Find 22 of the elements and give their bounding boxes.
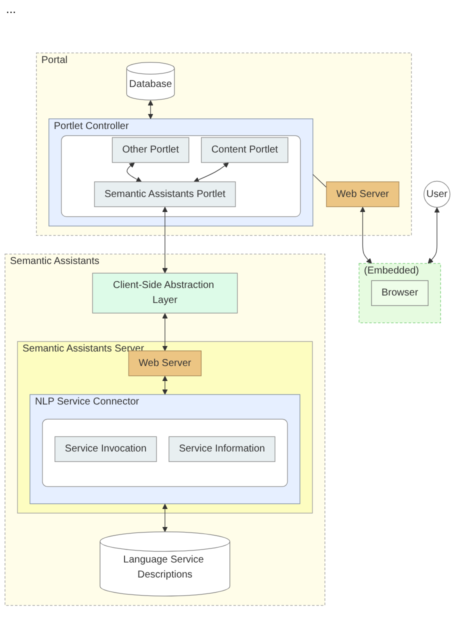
node-box: Web Server — [128, 350, 202, 376]
arrow — [162, 504, 168, 532]
node-box: Service Information — [168, 436, 276, 462]
arrow — [428, 207, 440, 264]
arrow — [162, 206, 168, 274]
arrow — [162, 312, 168, 351]
connector — [312, 174, 327, 188]
node-box: Browser — [371, 280, 428, 306]
arrow — [148, 100, 154, 119]
node-box: Web Server — [326, 181, 400, 207]
ellipsis-text: ... — [6, 2, 16, 16]
node-box: Other Portlet — [112, 137, 190, 163]
node-box: Service Invocation — [54, 436, 157, 462]
node-box: Content Portlet — [201, 137, 288, 163]
arrow — [126, 162, 142, 182]
node-box: Client-Side Abstraction Layer — [92, 272, 238, 314]
arrow — [360, 206, 372, 264]
node-box: Semantic Assistants Portlet — [94, 181, 236, 207]
cluster — [42, 418, 288, 487]
node-circle: User — [424, 180, 450, 208]
arrow — [162, 376, 168, 395]
arrow — [194, 162, 229, 182]
